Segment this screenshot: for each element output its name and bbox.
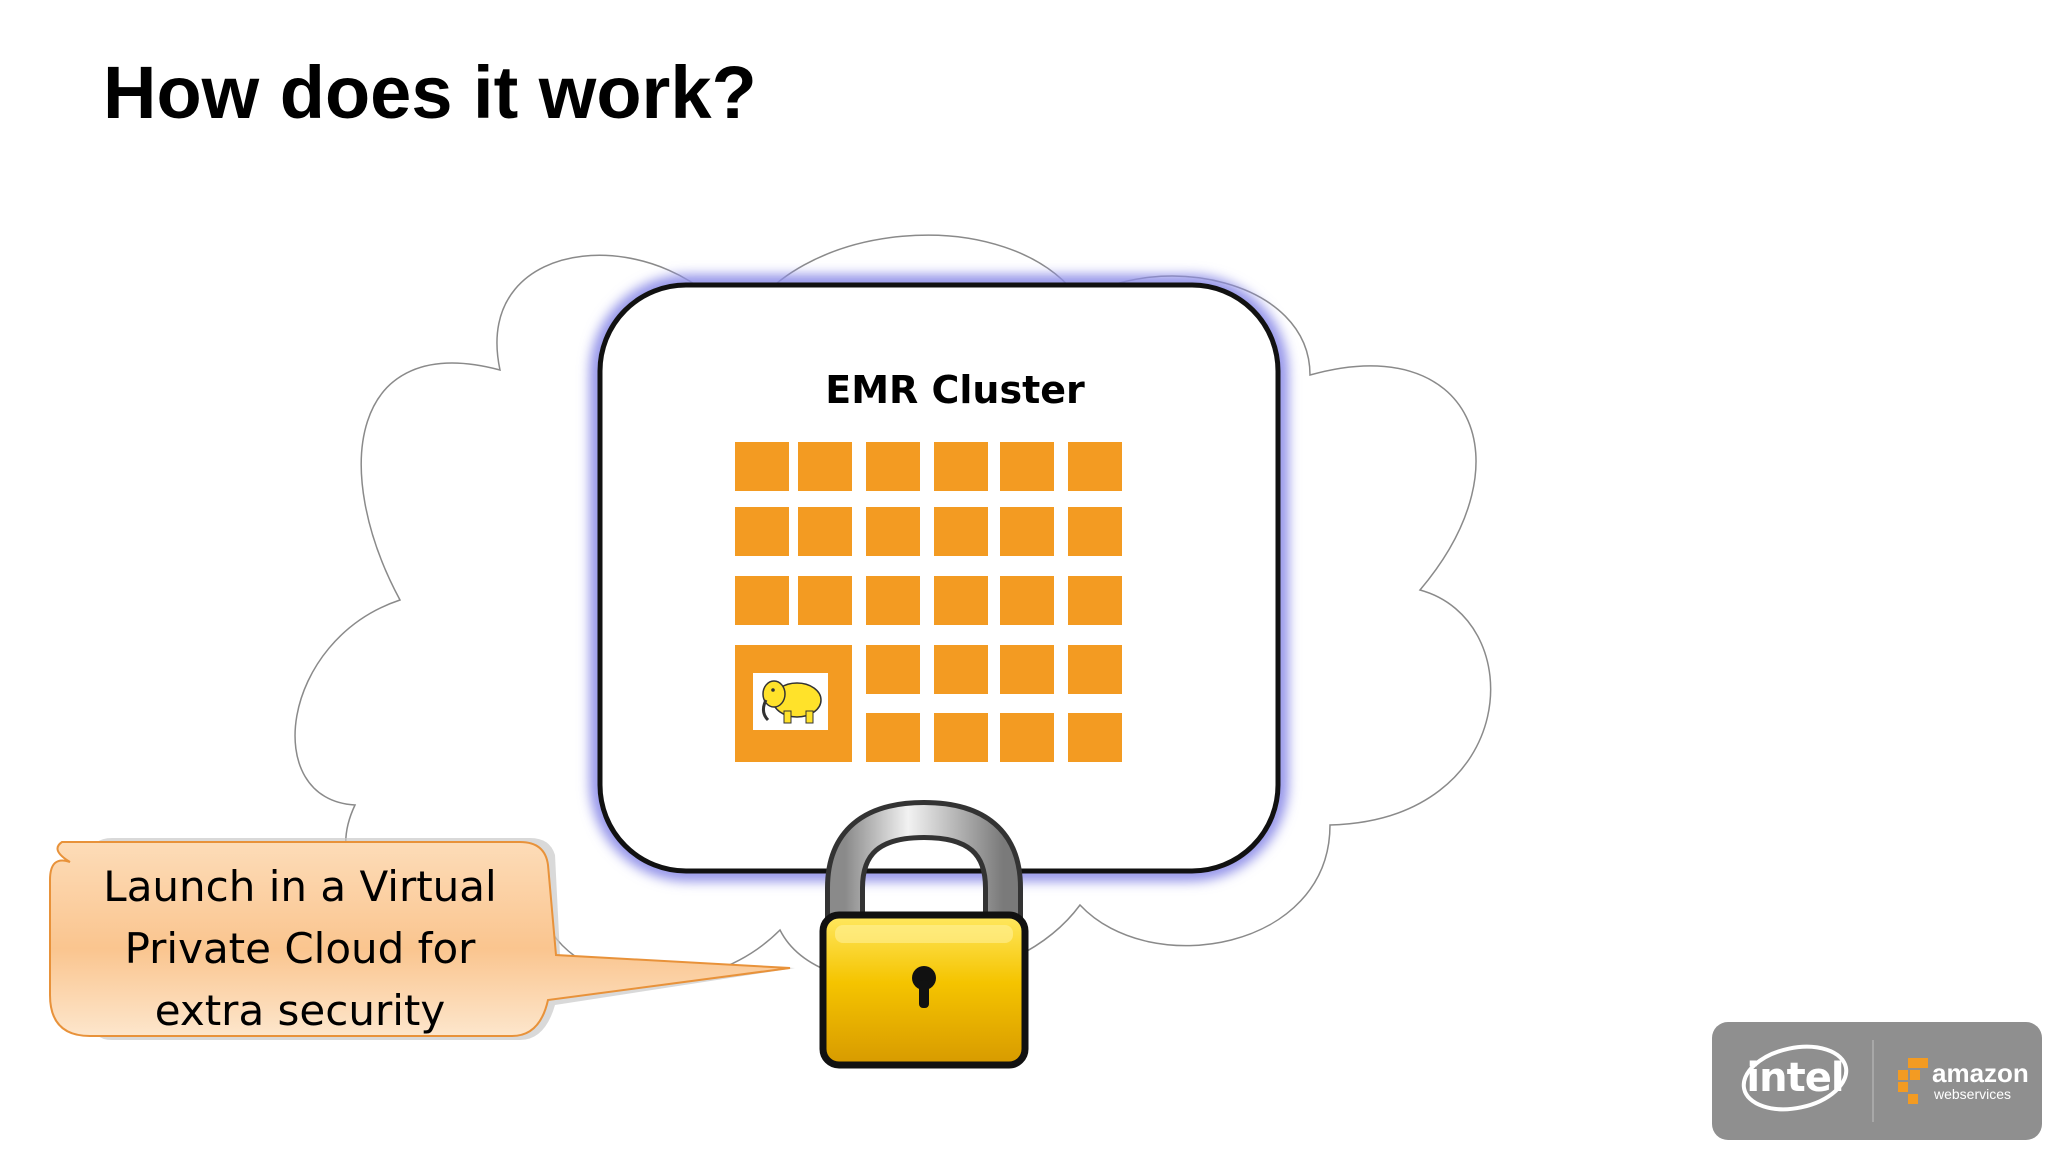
aws-logo-sub: webservices <box>1934 1086 2012 1102</box>
slide-title: How does it work? <box>103 51 757 134</box>
cluster-node <box>934 442 988 491</box>
cluster-node <box>934 645 988 694</box>
cluster-node <box>1000 645 1054 694</box>
cluster-node <box>934 507 988 556</box>
cluster-node <box>1068 442 1122 491</box>
intel-swoosh-icon <box>1741 1044 1849 1112</box>
callout-line-2: Private Cloud for <box>124 924 476 973</box>
cluster-node <box>798 507 852 556</box>
cluster-node <box>798 576 852 625</box>
callout-line-3: extra security <box>154 986 446 1035</box>
partner-logo-badge: intel amazon webservices <box>1712 1022 2042 1140</box>
cluster-node <box>866 576 920 625</box>
cluster-node <box>866 713 920 762</box>
callout-text: Launch in a Virtual Private Cloud for ex… <box>70 856 530 1042</box>
cluster-node <box>1000 507 1054 556</box>
cluster-node <box>798 442 852 491</box>
cluster-node <box>934 713 988 762</box>
cluster-node <box>866 507 920 556</box>
cluster-node <box>934 576 988 625</box>
intel-logo-text: intel <box>1746 1055 1844 1101</box>
callout-line-1: Launch in a Virtual <box>103 862 497 911</box>
padlock-icon <box>819 799 1029 1069</box>
cluster-node <box>1068 645 1122 694</box>
hadoop-elephant-icon <box>761 680 822 724</box>
logo-divider <box>1872 1040 1874 1122</box>
cluster-label: EMR Cluster <box>825 368 1085 412</box>
node-grid <box>735 442 1122 762</box>
cluster-node <box>735 576 789 625</box>
speech-callout <box>49 840 791 1037</box>
cluster-node <box>735 507 789 556</box>
aws-logo: amazon webservices <box>1898 1052 2029 1112</box>
cluster-node <box>1000 442 1054 491</box>
cluster-node <box>866 442 920 491</box>
intel-logo: intel <box>1740 1042 1850 1114</box>
aws-cubes-icon <box>1898 1058 1928 1104</box>
aws-logo-main: amazon <box>1932 1058 2029 1088</box>
cluster-node <box>1000 713 1054 762</box>
cluster-node <box>735 442 789 491</box>
cluster-node <box>1068 713 1122 762</box>
cluster-node <box>1068 507 1122 556</box>
cluster-node <box>1000 576 1054 625</box>
cluster-node <box>866 645 920 694</box>
cluster-node <box>1068 576 1122 625</box>
